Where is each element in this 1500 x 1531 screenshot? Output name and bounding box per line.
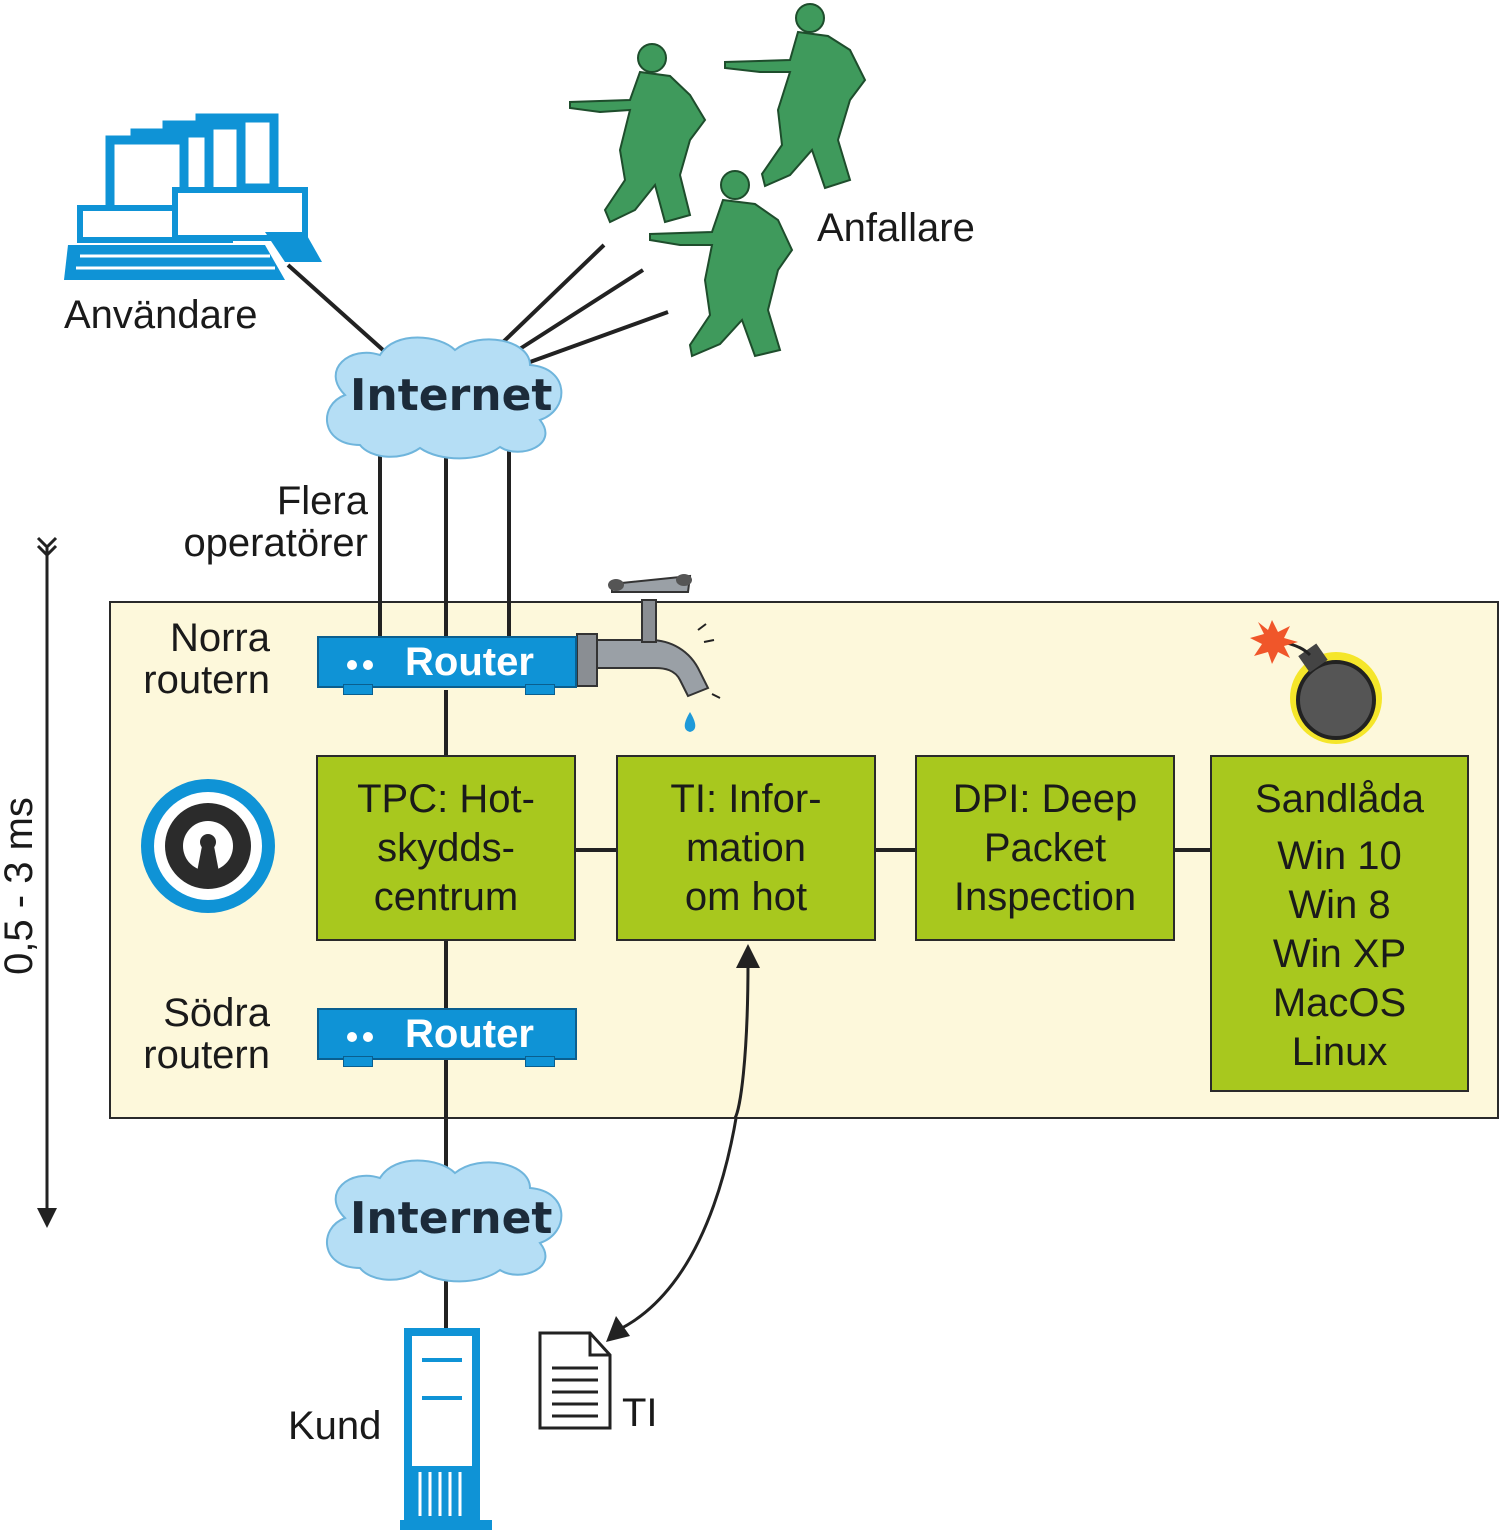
operators-label: Flera operatörer (140, 480, 368, 564)
users-label: Användare (64, 293, 258, 337)
north-router-label: Norra routern (100, 617, 270, 701)
dpi-line: Packet (983, 825, 1107, 870)
sandbox-os: Linux (1291, 1030, 1388, 1074)
router-north-label: Router (405, 640, 534, 684)
soldiers-icon (569, 3, 867, 358)
tpc-line: TPC: Hot- (357, 776, 535, 821)
tpc-box: TPC: Hot- skydds- centrum (316, 755, 576, 941)
sandbox-os: Win 8 (1288, 883, 1391, 927)
sandbox-title: Sandlåda (1254, 777, 1425, 821)
router-south: Router (317, 1008, 577, 1067)
router-foot (525, 684, 555, 695)
operators-line: operatörer (183, 521, 368, 565)
north-router-line: routern (143, 658, 270, 702)
sandbox-os: Win 10 (1277, 834, 1402, 878)
router-foot (343, 684, 373, 695)
south-router-line: routern (143, 1033, 270, 1077)
document-icon (538, 1331, 612, 1430)
router-led (363, 660, 373, 670)
bomb-icon (1250, 620, 1382, 744)
router-icon (347, 1032, 357, 1042)
ti-line: TI: Infor- (670, 776, 822, 821)
internet-top-label: Internet (350, 370, 553, 421)
ti-line: mation (685, 825, 807, 870)
latency-arrow (36, 536, 58, 1228)
north-router-line: Norra (169, 616, 270, 660)
dpi-line: Inspection (953, 874, 1137, 919)
faucet-icon (576, 599, 721, 732)
customer-label: Kund (288, 1404, 382, 1448)
internet-bottom-label: Internet (350, 1193, 553, 1244)
cloud-icon (326, 336, 563, 460)
cloud-icon (326, 1159, 563, 1283)
sandbox-os: Win XP (1272, 932, 1407, 976)
computers-icon (64, 113, 322, 280)
server-icon (400, 1328, 492, 1530)
dpi-line: DPI: Deep (952, 776, 1138, 821)
router-south-label: Router (405, 1012, 534, 1056)
sandbox-box: Sandlåda Win 10 Win 8 Win XP MacOS Linux (1210, 755, 1469, 1092)
operators-line: Flera (276, 479, 368, 523)
attackers-label: Anfallare (817, 206, 975, 250)
router-icon (347, 660, 357, 670)
router-foot (343, 1056, 373, 1067)
ti-document-label: TI (622, 1391, 658, 1435)
lock-icon (141, 779, 275, 913)
ti-box: TI: Infor- mation om hot (616, 755, 876, 941)
ti-line: om hot (684, 874, 808, 919)
sandbox-os: MacOS (1272, 981, 1407, 1025)
router-led (363, 1032, 373, 1042)
tpc-line: skydds- (377, 825, 515, 870)
south-router-label: Södra routern (100, 992, 270, 1076)
router-north: Router (317, 636, 577, 695)
south-router-line: Södra (163, 991, 270, 1035)
dpi-box: DPI: Deep Packet Inspection (915, 755, 1175, 941)
tpc-line: centrum (373, 874, 519, 919)
router-foot (525, 1056, 555, 1067)
latency-label: 0,5 - 3 ms (0, 797, 41, 975)
